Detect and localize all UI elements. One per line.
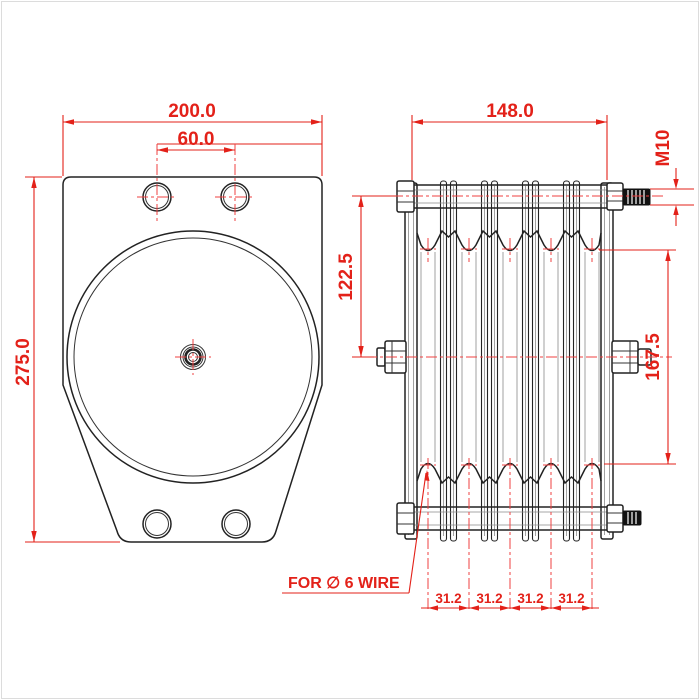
dim-center-offset: 122.5: [336, 195, 396, 358]
top-threaded-stud: [622, 188, 651, 206]
wire-note: FOR ∅ 6 WIRE: [282, 470, 430, 594]
dim-text-148: 148.0: [486, 101, 534, 122]
front-view: [62, 176, 323, 543]
dim-text-pitch-1: 31.2: [435, 591, 461, 606]
dim-side-width: 148.0: [411, 101, 608, 180]
dim-overall-width: 200.0: [62, 101, 323, 176]
dim-text-m10: M10: [653, 130, 674, 167]
middle-axle: [366, 340, 672, 374]
bottom-threaded-stud: [622, 510, 642, 526]
dim-text-60: 60.0: [178, 129, 215, 150]
bottom-rod-bolt-head: [396, 502, 415, 535]
bottom-mounting-holes: [142, 509, 251, 539]
side-plates: [404, 182, 614, 540]
bottom-rod-nut: [606, 504, 624, 533]
mounting-plate-outline: [62, 176, 323, 543]
dim-text-pitch-4: 31.2: [558, 591, 584, 606]
wire-note-text: FOR ∅ 6 WIRE: [288, 575, 400, 592]
disc-outer-circle: [66, 230, 320, 484]
bottom-tie-rod: [396, 502, 642, 535]
groove-center-marks: [420, 238, 600, 612]
dim-text-122-5: 122.5: [336, 253, 357, 301]
dim-text-275: 275.0: [13, 338, 34, 386]
center-hub: [175, 339, 211, 375]
dim-text-200: 200.0: [168, 101, 216, 122]
dim-groove-pitch: 31.2 31.2 31.2 31.2: [421, 591, 599, 611]
dim-text-167-5: 167.5: [643, 333, 664, 381]
groove-profile-top: [416, 229, 602, 252]
dim-thread-size: M10: [650, 130, 694, 226]
disc-inner-circle: [73, 237, 313, 477]
side-view-dimensions: 148.0 M10 122.5 167.5: [282, 101, 694, 611]
top-mounting-holes: [137, 182, 255, 212]
dim-overall-height: 275.0: [13, 176, 120, 543]
dim-text-pitch-2: 31.2: [476, 591, 502, 606]
dim-groove-span: 167.5: [599, 249, 676, 465]
dim-hole-spacing: 60.0: [156, 129, 322, 222]
dim-text-pitch-3: 31.2: [517, 591, 543, 606]
front-view-dimensions: 200.0 60.0 275.0: [13, 101, 323, 543]
disc-rim-strips: [439, 180, 581, 542]
top-tie-rod: [392, 180, 666, 213]
side-view: [366, 180, 672, 612]
